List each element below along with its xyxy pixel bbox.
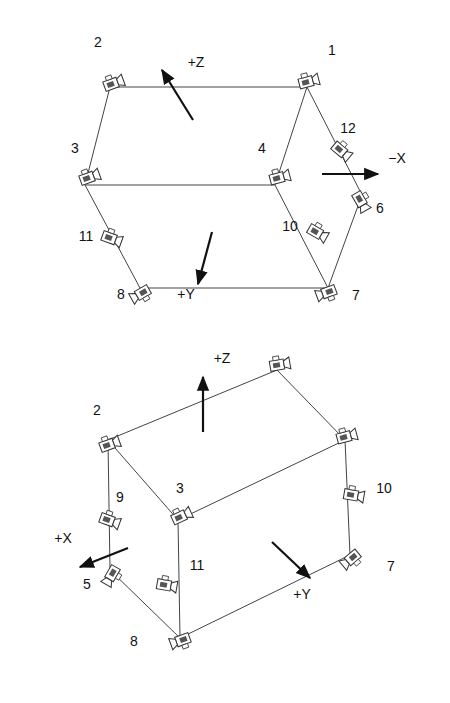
callout-number: 6 [376,201,384,215]
axis-label: −X [388,151,406,165]
axis-label: +Y [177,287,195,301]
callout-number: 7 [352,288,360,302]
axis-label: +Z [188,55,205,69]
callout-number: 12 [340,121,356,135]
camera-icon [169,632,193,653]
axis-label: +Y [293,587,311,601]
callout-number: 3 [176,481,184,495]
camera-icon [77,165,101,186]
callout-number: 11 [79,229,94,243]
camera-icon [268,166,291,186]
camera-icon [269,354,291,372]
axis-label: +Z [214,351,231,365]
callout-number: 5 [83,577,91,591]
callout-number: 7 [387,559,395,573]
axis-arrows [80,70,378,578]
camera-icon [297,70,320,90]
camera-icon [97,432,121,453]
camera-icon [335,425,358,445]
frame-perspective-view [108,370,350,638]
camera-icon [169,504,193,526]
camera-icons [77,70,373,652]
callout-number: 2 [94,35,102,49]
callout-number: 8 [117,287,125,301]
camera-icon [98,509,122,530]
axis-label: +X [54,531,72,545]
camera-icon [100,227,124,248]
callout-number: 10 [376,481,392,495]
camera-icon [339,548,364,572]
callout-number: 3 [71,141,79,155]
camera-icon [343,485,365,503]
camera-icon [315,284,339,305]
callout-number: 1 [328,43,336,57]
callout-number: 8 [130,634,138,648]
callout-number: 2 [93,403,101,417]
camera-icon [330,138,355,162]
camera-icon [101,71,125,92]
callout-number: 4 [258,141,266,155]
frame-top-view [85,87,362,288]
camera-icon [101,564,124,589]
callout-number: 10 [282,219,298,233]
camera-icon [306,220,331,243]
callout-number: 11 [190,558,205,572]
camera-icon [156,575,178,593]
camera-icon [129,284,154,307]
callout-number: 9 [116,490,124,504]
camera-icon [351,189,374,214]
